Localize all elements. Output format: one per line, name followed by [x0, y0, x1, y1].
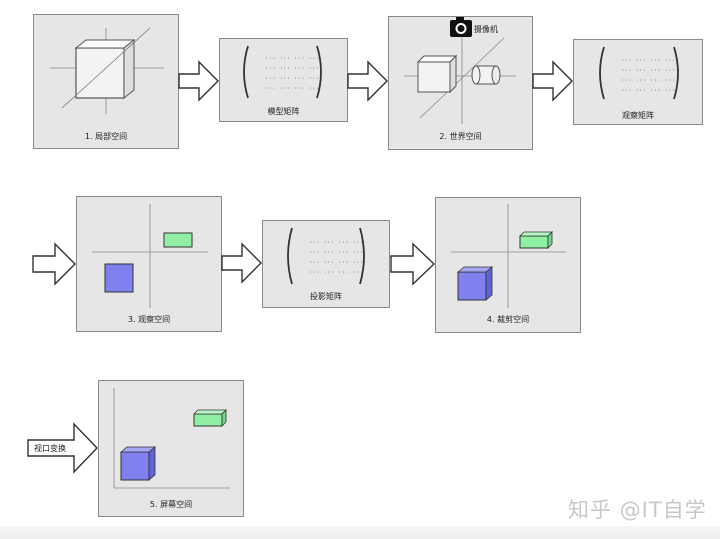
view-space-box: 3. 观察空间	[76, 196, 222, 332]
watermark: 知乎 @IT自学	[568, 498, 707, 522]
local-space-label: 1. 局部空间	[84, 132, 128, 141]
view-space-label: 3. 观察空间	[127, 315, 171, 324]
view-space-scene	[92, 204, 208, 308]
world-space-box: 2. 世界空间	[388, 16, 533, 150]
arrow-local-to-model	[178, 60, 219, 102]
viewport-transform-label: 视口变换	[34, 444, 66, 453]
clip-space-label: 4. 裁剪空间	[486, 315, 530, 324]
view-matrix-brackets	[599, 46, 679, 100]
arrow-view-to-projection	[221, 242, 262, 284]
arrow-projection-to-clip	[390, 242, 436, 286]
view-matrix-label: 观察矩阵	[622, 111, 654, 120]
projection-matrix-label: 投影矩阵	[310, 292, 342, 301]
screen-space-scene	[113, 388, 230, 489]
arrow-model-to-world	[347, 60, 388, 102]
world-space-label: 2. 世界空间	[439, 132, 482, 141]
bottom-strip	[0, 526, 720, 539]
model-matrix-brackets	[243, 45, 322, 99]
projection-matrix-brackets	[287, 227, 365, 285]
local-space-cube	[50, 27, 164, 114]
camera-icon	[450, 17, 472, 37]
clip-space-scene	[451, 204, 566, 308]
camera-label: 摄像机	[474, 25, 498, 34]
world-space-scene	[404, 34, 516, 124]
model-matrix-label: 模型矩阵	[267, 107, 300, 116]
screen-space-label: 5. 屏幕空间	[149, 500, 193, 509]
arrow-into-view-space	[32, 242, 76, 286]
arrow-world-to-view-matrix	[532, 60, 573, 102]
screen-space-box: 5. 屏幕空间	[98, 380, 244, 517]
arrow-viewport-transform	[27, 422, 98, 474]
